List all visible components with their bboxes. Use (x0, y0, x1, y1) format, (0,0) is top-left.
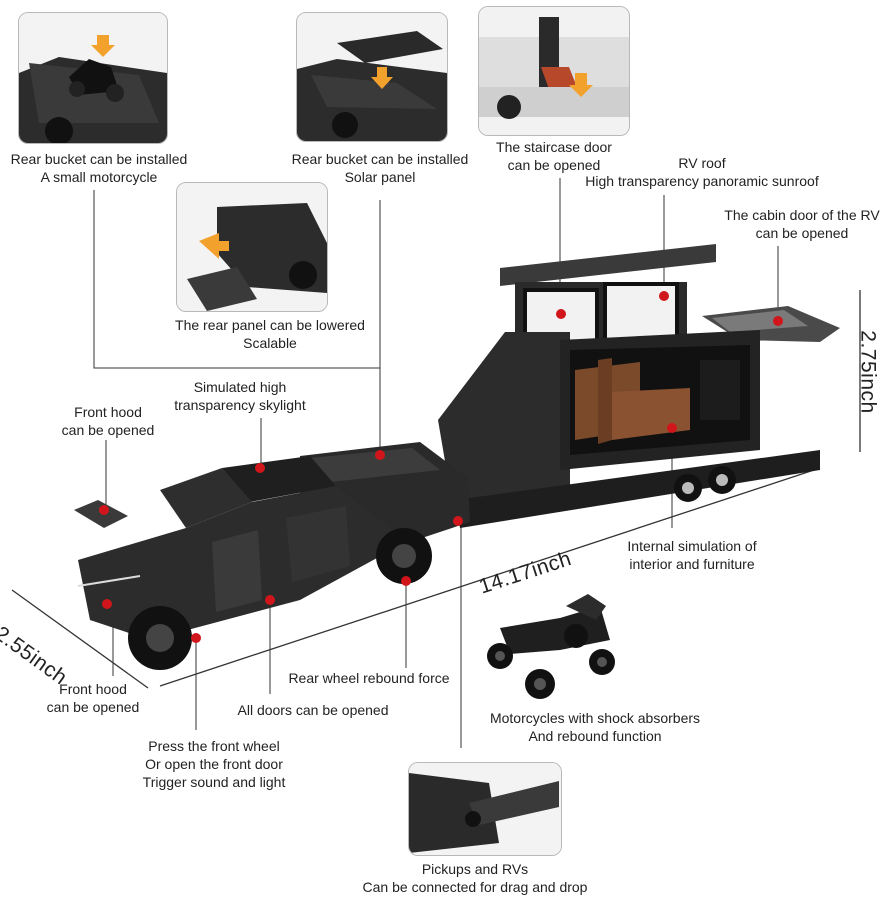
inset-rear-panel (176, 182, 328, 312)
leader-lines (11, 178, 861, 748)
inset-solar-panel (296, 12, 448, 142)
marker-rear-wheel (401, 576, 411, 586)
marker-front-hood (99, 505, 109, 515)
arrow-down-icon (91, 35, 115, 57)
marker-cabin-door (773, 316, 783, 326)
marker-front-wheel (191, 633, 201, 643)
dimension-height: 2.75inch (856, 330, 880, 414)
inset-motorcycle-bucket (18, 12, 168, 144)
marker-rv-roof (659, 291, 669, 301)
marker-interior (667, 423, 677, 433)
inset-staircase-door (478, 6, 630, 136)
pickup-truck (74, 442, 470, 670)
arrow-left-icon (199, 233, 229, 259)
caption-rear-wheel: Rear wheel rebound force (288, 670, 450, 686)
arrow-down-icon (371, 67, 393, 89)
callout-markers (99, 291, 783, 643)
marker-skylight (255, 463, 265, 473)
motorcycle-illustration (487, 594, 615, 699)
rv-trailer (438, 244, 840, 528)
arrow-down-icon (569, 73, 593, 97)
caption-all-doors: All doors can be opened (237, 702, 389, 718)
marker-staircase (556, 309, 566, 319)
inset-hitch (408, 762, 562, 856)
marker-hitch (453, 516, 463, 526)
marker-rear-bucket (375, 450, 385, 460)
marker-doors (265, 595, 275, 605)
marker-front-hood-lower (102, 599, 112, 609)
